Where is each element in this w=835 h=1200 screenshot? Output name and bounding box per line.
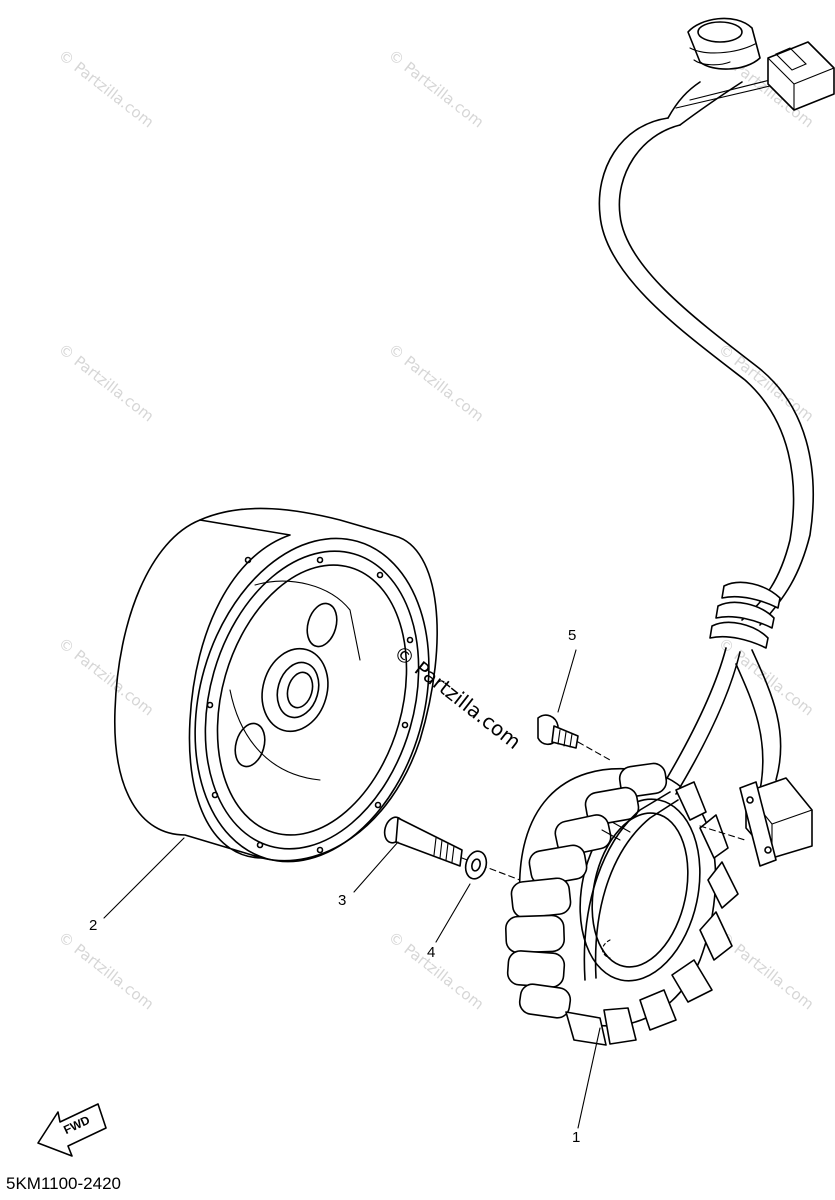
callout-leaders — [103, 649, 601, 1129]
stator-screw — [537, 714, 611, 761]
fwd-arrow-icon — [37, 1103, 107, 1157]
stator-washer — [464, 850, 488, 880]
stator-bolt — [383, 816, 521, 881]
diagram-code: 5KM1100-2420 — [6, 1174, 121, 1193]
wire-harness — [598, 17, 835, 867]
callout-4: 4 — [427, 944, 436, 961]
stator-coil — [505, 762, 746, 1046]
callout-2: 2 — [89, 917, 98, 934]
callout-3: 3 — [338, 892, 347, 909]
flywheel-rotor — [114, 507, 438, 863]
callout-5: 5 — [568, 627, 577, 644]
callout-1: 1 — [572, 1129, 581, 1146]
